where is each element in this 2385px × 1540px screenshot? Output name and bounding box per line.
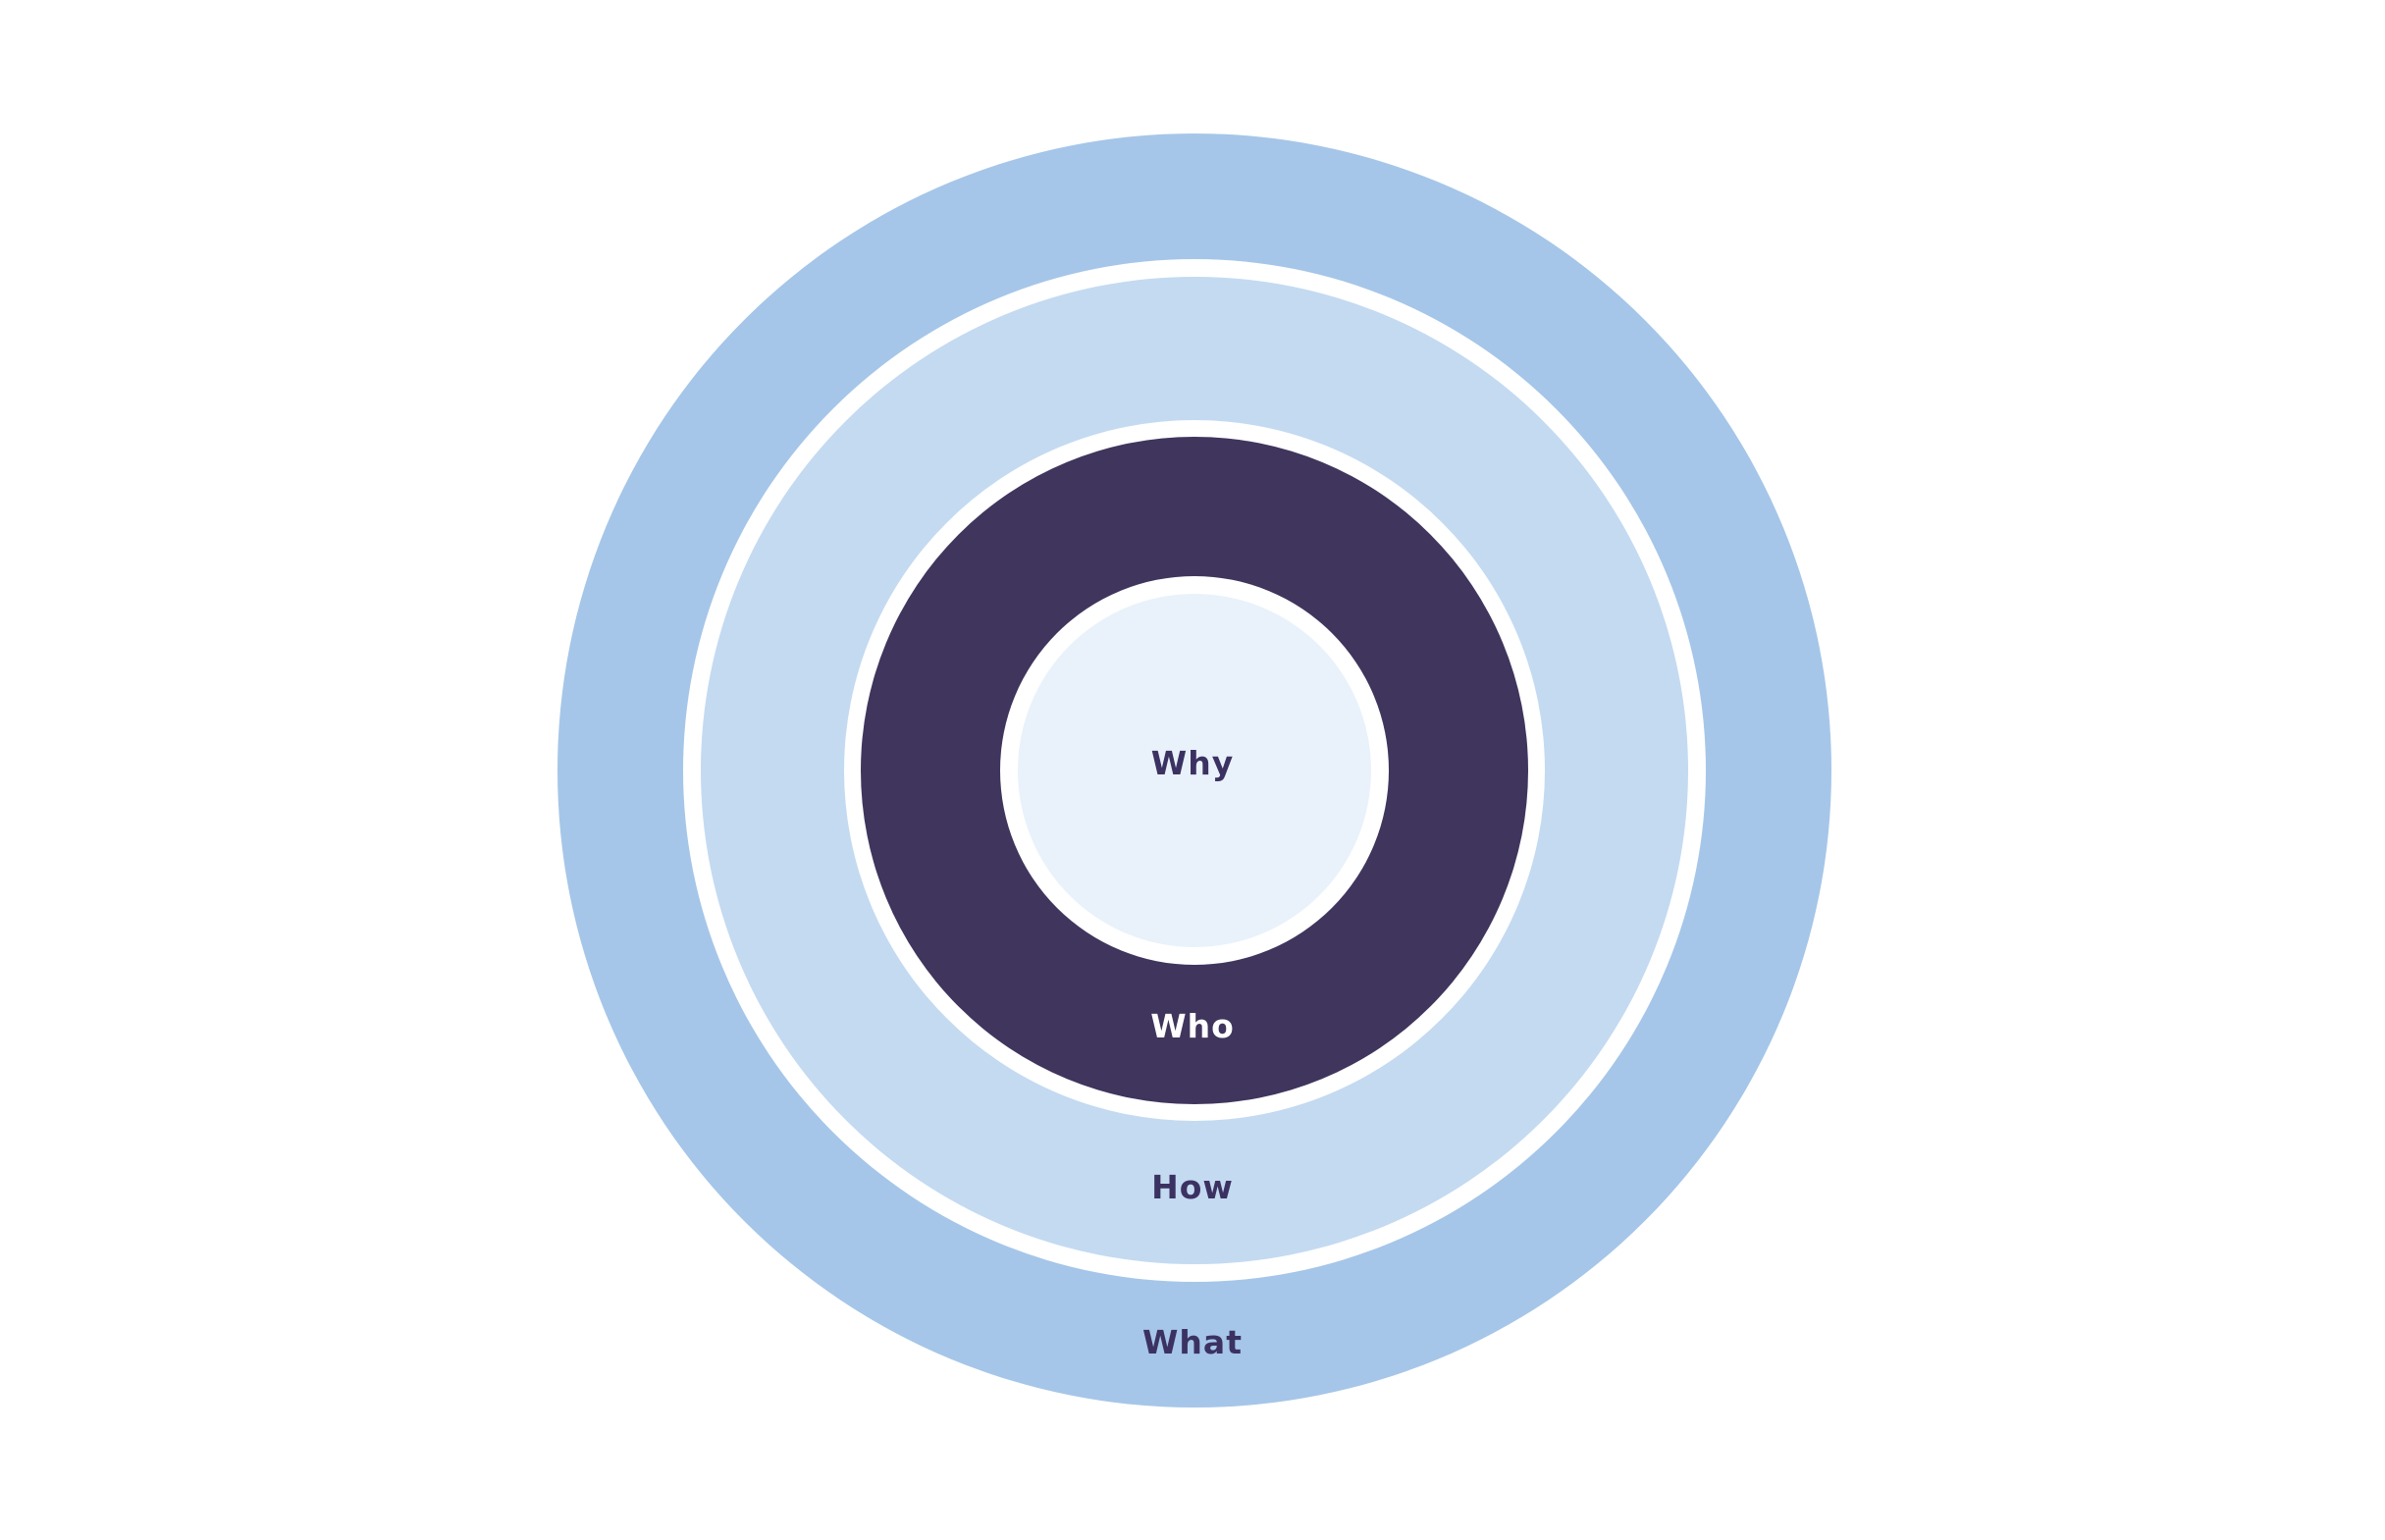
why-label: Why: [1150, 744, 1235, 782]
how-label: How: [1151, 1168, 1234, 1206]
who-label: Who: [1150, 1007, 1235, 1045]
what-label: What: [1142, 1323, 1243, 1361]
why-core: [1018, 594, 1371, 947]
